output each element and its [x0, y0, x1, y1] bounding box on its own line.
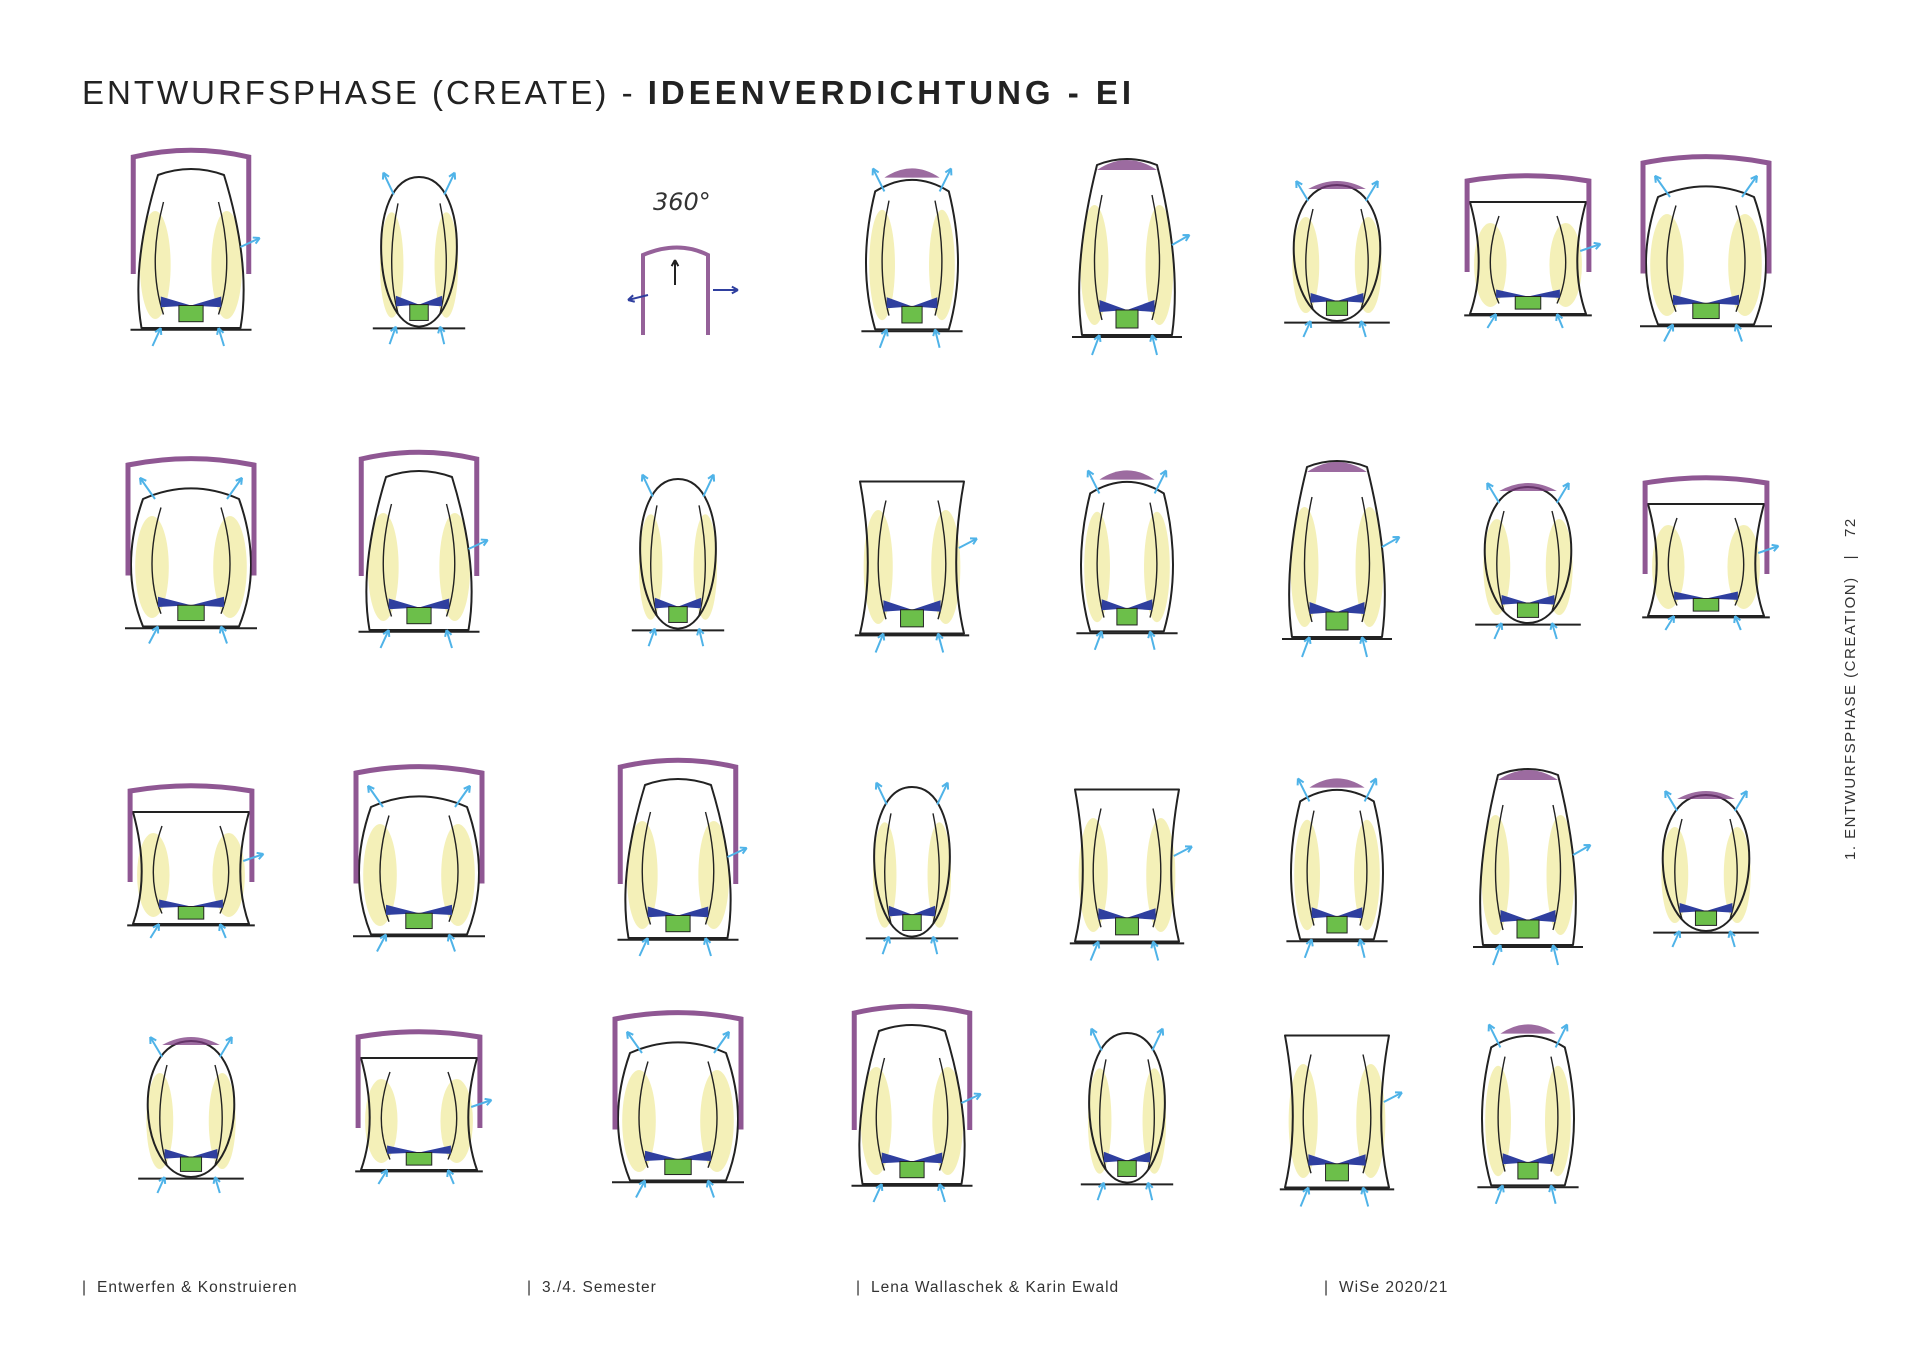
sketch-variant-13 — [1076, 469, 1178, 651]
side-label: 1. ENTWURFSPHASE (CREATION) | 72 — [1842, 517, 1859, 860]
sketch-variant-8 — [1640, 154, 1772, 342]
sketch-variant-14 — [1282, 460, 1401, 658]
footer-authors: Lena Wallaschek & Karin Ewald — [856, 1279, 1119, 1297]
sketch-variant-27 — [612, 1010, 744, 1198]
footer-term: WiSe 2020/21 — [1324, 1279, 1448, 1297]
sketch-variant-18 — [353, 764, 485, 952]
sketch-variant-20 — [865, 781, 959, 955]
page-number: 72 — [1842, 517, 1859, 537]
section-label: 1. ENTWURFSPHASE (CREATION) — [1842, 576, 1859, 860]
sketch-variant-28 — [851, 1003, 982, 1203]
sketch-variant-4 — [861, 167, 963, 349]
footer-semester: 3./4. Semester — [527, 1279, 657, 1297]
sketch-variant-10 — [358, 449, 489, 649]
title-bold: IDEENVERDICHTUNG - EI — [647, 74, 1136, 111]
sketch-variant-1 — [130, 147, 261, 347]
sketch-360-rotation: 360° — [627, 188, 739, 335]
sketch-variant-17 — [127, 783, 265, 939]
footer-course: Entwerfen & Konstruieren — [82, 1279, 298, 1297]
sketch-variant-2 — [372, 171, 466, 345]
sketch-variant-12 — [854, 480, 978, 653]
sketch-variant-23 — [1473, 768, 1592, 966]
sketch-variant-25 — [138, 1036, 244, 1194]
sketch-variant-21 — [1069, 788, 1193, 961]
sketch-variant-9 — [125, 456, 257, 644]
sketch-variant-24 — [1653, 790, 1759, 948]
sketch-variant-15 — [1475, 482, 1581, 640]
sketch-variant-22 — [1286, 777, 1388, 959]
sketch-variant-30 — [1279, 1034, 1403, 1207]
sketch-variant-11 — [631, 473, 725, 647]
sketch-variant-19 — [617, 757, 748, 957]
separator: | — [1842, 554, 1859, 560]
sketch-variant-5 — [1072, 158, 1191, 356]
page-title: ENTWURFSPHASE (CREATE) - IDEENVERDICHTUN… — [82, 74, 1135, 112]
sketch-variant-7 — [1464, 173, 1602, 329]
sketch-variant-31 — [1477, 1023, 1579, 1205]
sketch-note-360: 360° — [653, 188, 711, 216]
sketch-variant-16 — [1642, 475, 1780, 631]
sketch-variant-26 — [355, 1029, 493, 1185]
sketch-variant-29 — [1080, 1027, 1174, 1201]
title-light: ENTWURFSPHASE (CREATE) - — [82, 74, 636, 111]
sketch-variant-6 — [1284, 180, 1390, 338]
